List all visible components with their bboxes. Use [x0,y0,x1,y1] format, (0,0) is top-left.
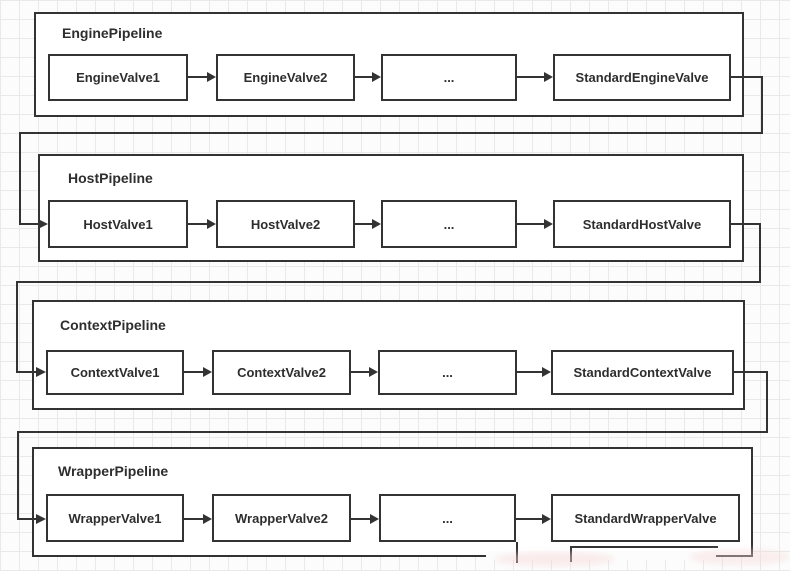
valve-host-valve1: HostValve1 [48,200,188,248]
valve-host-valve2: HostValve2 [216,200,355,248]
connector-line [734,371,768,373]
valve-wrapper-valve1: WrapperValve1 [46,494,184,542]
valve-standard-context-valve: StandardContextValve [551,350,734,395]
connector-line [19,132,763,134]
valve-wrapper-ellipsis: ... [379,494,516,542]
connector-line [766,371,768,433]
flow-arrow [517,219,553,229]
flow-arrow [184,367,212,377]
valve-standard-host-valve: StandardHostValve [553,200,731,248]
valve-host-ellipsis: ... [381,200,517,248]
host-pipeline-label: HostPipeline [68,170,153,186]
flow-arrow [351,367,378,377]
flow-arrow [517,72,553,82]
connector-line [16,281,18,373]
connector-line [19,132,21,225]
flow-arrow [517,367,551,377]
connector-line [17,518,36,520]
connector-line [731,223,761,225]
connector-line [16,281,761,283]
flow-arrow [351,514,379,524]
valve-standard-engine-valve: StandardEngineValve [553,54,731,101]
connector-arrowhead [36,514,46,524]
valve-wrapper-valve2: WrapperValve2 [212,494,351,542]
flow-arrow [188,219,216,229]
connector-arrowhead [36,367,46,377]
remnant-line [570,546,572,562]
valve-engine-valve2: EngineValve2 [216,54,355,101]
connector-line [17,431,19,520]
flow-arrow [355,219,381,229]
flow-arrow [184,514,212,524]
valve-context-valve2: ContextValve2 [212,350,351,395]
valve-context-ellipsis: ... [378,350,517,395]
engine-pipeline-label: EnginePipeline [62,25,163,41]
remnant-line [570,546,718,548]
valve-standard-wrapper-valve: StandardWrapperValve [551,494,740,542]
flow-arrow [355,72,381,82]
valve-engine-valve1: EngineValve1 [48,54,188,101]
connector-line [761,76,763,134]
connector-line [16,371,36,373]
connector-line [17,431,768,433]
context-pipeline-label: ContextPipeline [60,317,166,333]
bottom-border-blur-patch [486,551,716,560]
connector-line [759,223,761,283]
valve-engine-ellipsis: ... [381,54,517,101]
connector-line [19,223,39,225]
remnant-line [516,542,518,563]
valve-context-valve1: ContextValve1 [46,350,184,395]
flow-arrow [188,72,216,82]
wrapper-pipeline-label: WrapperPipeline [58,463,169,479]
connector-arrowhead [38,219,48,229]
flow-arrow [516,514,551,524]
connector-line [731,76,763,78]
